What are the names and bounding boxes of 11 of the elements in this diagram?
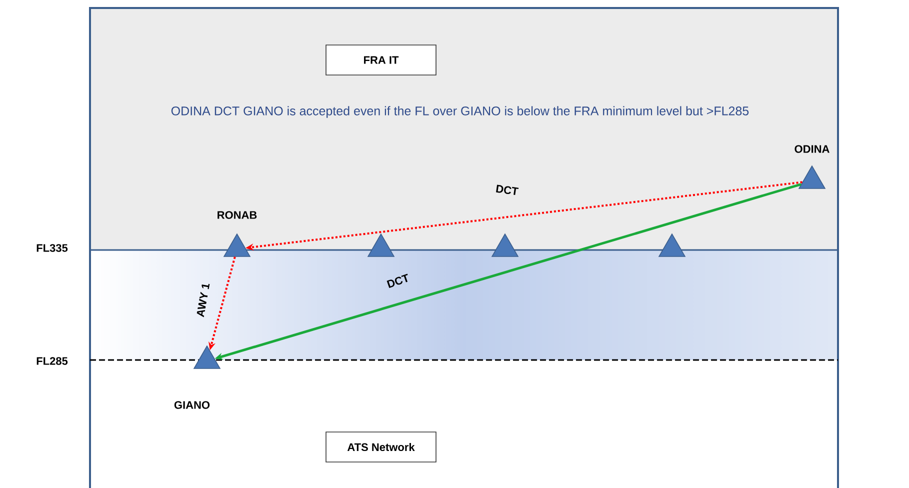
label-box: ATS Network: [326, 432, 436, 462]
waypoint-name: RONAB: [218, 211, 257, 219]
level-label: FL335: [36, 244, 68, 252]
label-box: FRA IT: [326, 44, 436, 76]
level-label: FL285: [36, 357, 68, 365]
edge-label: DCT: [386, 274, 408, 288]
edge-label: AWY 1: [196, 284, 210, 318]
waypoint-name: GIANO: [174, 401, 210, 409]
edge-label: DCT: [496, 184, 519, 195]
waypoint-name: ODINA: [794, 145, 830, 153]
note-text: ODINA DCT GIANO is accepted even if the FL over GIANO is below the FRA minimum level but >FL285: [171, 106, 749, 118]
